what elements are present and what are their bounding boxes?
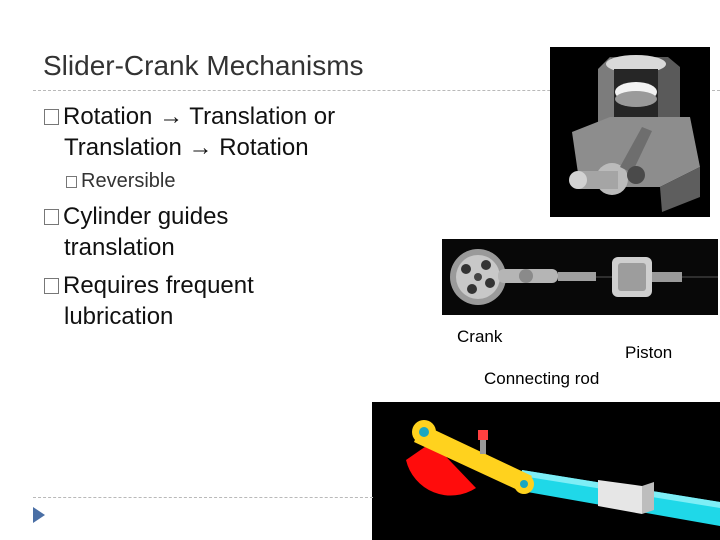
bullet-text: Rotation — [219, 134, 309, 161]
bullet-text: Cylinder guides — [63, 203, 229, 230]
bullet-text: Translation — [64, 134, 182, 161]
footer-divider — [33, 497, 373, 498]
caption-crank: Crank — [457, 327, 503, 346]
bullet-rotation-translation: Rotation → Translation or Translation → … — [44, 101, 335, 163]
sub-bullet-reversible: Reversible — [66, 170, 175, 193]
engine-cutaway-image — [550, 47, 710, 217]
bullet-cylinder-guides: Cylinder guides translation — [44, 201, 228, 263]
bullet-text: translation — [64, 234, 175, 261]
checkbox-bullet-icon — [44, 209, 59, 225]
slider-crank-animation-image — [372, 402, 720, 540]
bullet-lubrication: Requires frequent lubrication — [44, 270, 254, 332]
bullet-text: Translation or — [189, 103, 336, 130]
arrow-right-icon: → — [188, 134, 213, 161]
caption-piston: Piston — [625, 343, 673, 362]
bullet-text: lubrication — [64, 303, 174, 330]
arrow-right-icon: → — [159, 103, 184, 130]
checkbox-bullet-icon — [44, 109, 59, 125]
sub-bullet-text: Reversible — [81, 170, 176, 192]
checkbox-bullet-icon — [66, 176, 77, 188]
lego-slider-crank-image — [442, 239, 718, 315]
checkbox-bullet-icon — [44, 278, 59, 294]
bullet-text: Rotation — [63, 103, 153, 130]
title-divider — [33, 90, 720, 91]
slide-title: Slider-Crank Mechanisms — [43, 50, 364, 81]
caption-connecting-rod: Connecting rod — [484, 369, 600, 388]
bullet-text: Requires frequent — [63, 272, 254, 299]
play-triangle-icon — [32, 506, 46, 529]
